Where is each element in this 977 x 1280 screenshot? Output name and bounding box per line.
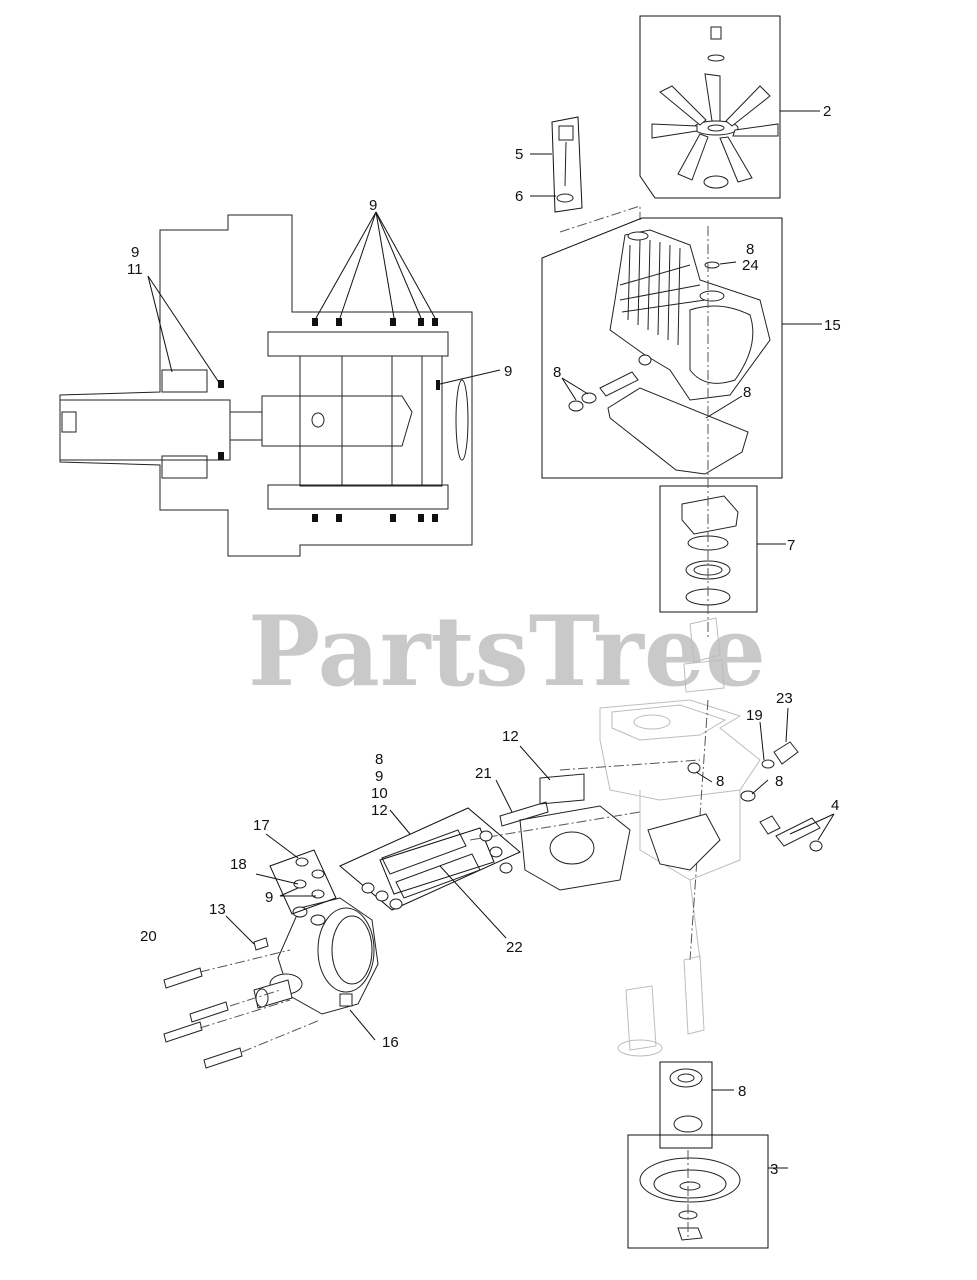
callout-labels: 2 5 6 9 9 11 8 24 15 9 8 8 7 23 19 12 8 … bbox=[127, 103, 841, 1178]
section-seals bbox=[218, 318, 440, 522]
callout-4: 4 bbox=[831, 797, 839, 814]
bolt-21 bbox=[499, 801, 549, 827]
callout-9-motor: 9 bbox=[265, 889, 273, 906]
plug-23 bbox=[773, 741, 799, 765]
pulley-box bbox=[627, 1134, 769, 1249]
gasket bbox=[607, 387, 749, 475]
inner-piston-box bbox=[379, 827, 495, 895]
callout-8-shaft: 8 bbox=[553, 364, 561, 381]
center-section-group bbox=[469, 745, 701, 891]
end-cap bbox=[519, 805, 631, 891]
callout-23: 23 bbox=[776, 690, 793, 707]
fan-washer bbox=[707, 54, 725, 62]
callout-18: 18 bbox=[230, 856, 247, 873]
housing-cover-assembly bbox=[541, 217, 822, 479]
seal-lower bbox=[669, 1068, 703, 1088]
callout-6: 6 bbox=[515, 188, 523, 205]
pulley-nut bbox=[677, 1227, 703, 1241]
callout-12-bracket: 12 bbox=[502, 728, 519, 745]
dipstick-box bbox=[551, 116, 583, 213]
section-outline bbox=[59, 214, 473, 557]
callout-8-kit: 8 bbox=[375, 751, 383, 768]
bracket-12 bbox=[539, 773, 585, 805]
callout-8-filter: 8 bbox=[716, 773, 724, 790]
callout-12-kit: 12 bbox=[371, 802, 388, 819]
callout-22: 22 bbox=[506, 939, 523, 956]
center-case-ghost bbox=[599, 699, 761, 961]
seal-kit-box bbox=[659, 1061, 713, 1149]
motor-body bbox=[277, 897, 379, 1015]
seal-kit-lower bbox=[659, 1061, 734, 1149]
callout-20: 20 bbox=[140, 928, 157, 945]
callout-15: 15 bbox=[824, 317, 841, 334]
pin-13 bbox=[253, 937, 269, 951]
filter-gasket bbox=[647, 813, 721, 871]
piston-tube-upper bbox=[381, 829, 467, 875]
watermark: PartsTree bbox=[248, 595, 766, 708]
housing-box bbox=[541, 217, 783, 479]
pulley bbox=[639, 1157, 741, 1203]
seal-24 bbox=[704, 261, 720, 269]
callout-9-kit: 9 bbox=[375, 768, 383, 785]
fan-hub bbox=[703, 175, 729, 189]
cross-section-view bbox=[59, 211, 501, 557]
section-shaft bbox=[261, 395, 413, 447]
piston-kit bbox=[339, 807, 521, 939]
callout-2: 2 bbox=[823, 103, 831, 120]
dipstick-oring bbox=[556, 193, 574, 203]
kit-17-box bbox=[269, 849, 337, 915]
control-shaft bbox=[599, 371, 639, 397]
bolts-20 bbox=[163, 967, 243, 1069]
pump-lower bbox=[617, 955, 705, 1057]
callout-5: 5 bbox=[515, 146, 523, 163]
piston-kit-box bbox=[339, 807, 521, 911]
snap-ring bbox=[673, 1115, 703, 1133]
callout-8-valve: 8 bbox=[775, 773, 783, 790]
fan-assembly bbox=[639, 15, 820, 199]
fan-box bbox=[639, 15, 781, 199]
oring-19 bbox=[761, 759, 775, 769]
callout-8-gasket: 8 bbox=[743, 384, 751, 401]
callout-11: 11 bbox=[127, 261, 143, 278]
swashplate-assembly bbox=[659, 485, 786, 613]
filter-group bbox=[647, 762, 721, 871]
callout-19: 19 bbox=[746, 707, 763, 724]
dipstick-cap bbox=[558, 125, 574, 141]
callout-10: 10 bbox=[371, 785, 388, 802]
callout-13: 13 bbox=[209, 901, 226, 918]
callout-3: 3 bbox=[770, 1161, 778, 1178]
callout-24: 24 bbox=[742, 257, 759, 274]
fan-bolt bbox=[710, 26, 722, 40]
callout-16: 16 bbox=[382, 1034, 399, 1051]
swashplate-block bbox=[681, 495, 739, 535]
motor-assembly bbox=[163, 833, 379, 1069]
callout-17: 17 bbox=[253, 817, 270, 834]
callout-7: 7 bbox=[787, 537, 795, 554]
bypass-arm-group bbox=[740, 707, 835, 852]
callout-9-top: 9 bbox=[369, 197, 377, 214]
callout-8-cover: 8 bbox=[746, 241, 754, 258]
callout-9-right: 9 bbox=[504, 363, 512, 380]
fan-blades bbox=[651, 73, 779, 183]
callout-21: 21 bbox=[475, 765, 492, 782]
callout-8-lower: 8 bbox=[738, 1083, 746, 1100]
pulley-assembly bbox=[627, 1134, 788, 1249]
dipstick-assembly bbox=[530, 116, 641, 233]
callout-9-left: 9 bbox=[131, 244, 139, 261]
